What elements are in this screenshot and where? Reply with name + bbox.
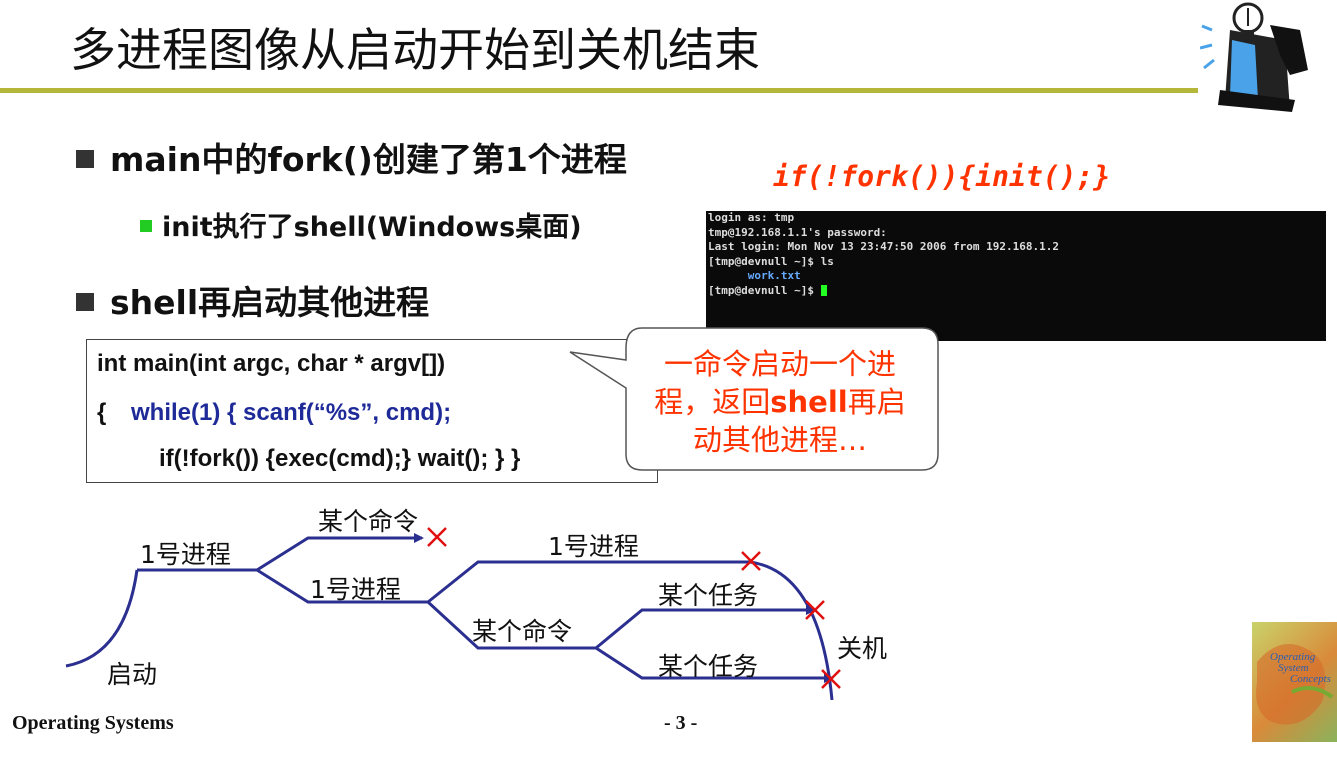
book-title: Operating System Concepts <box>1270 651 1331 685</box>
fork-init-snippet: if(!fork()){init();} <box>773 160 1111 193</box>
cross-icon <box>427 527 447 547</box>
sub-bullet-init: init执行了shell(Windows桌面) <box>140 205 582 244</box>
terminal-line: login as: tmp <box>708 211 795 224</box>
cursor-icon <box>820 285 827 296</box>
label-shutdown: 关机 <box>837 634 888 663</box>
cmd-a-branch <box>256 533 424 572</box>
label-cmd-a: 某个命令 <box>318 507 419 536</box>
code-line-3: if(!fork()) {exec(cmd);} wait(); } } <box>159 445 521 472</box>
bullet-text: shell再启动其他进程 <box>110 283 430 322</box>
label-proc1-a: 1号进程 <box>140 540 231 569</box>
bullet-shell: shell再启动其他进程 <box>76 276 429 324</box>
terminal-line: tmp@192.168.1.1's password: <box>708 225 887 239</box>
callout-text: 一命令启动一个进 程，返回shell再启 动其他进程… <box>654 347 906 457</box>
label-task-a: 某个任务 <box>658 581 759 610</box>
title-rule <box>0 88 1198 93</box>
bullet-text: init执行了shell(Windows桌面) <box>162 212 582 243</box>
terminal-line: work.txt <box>708 269 801 282</box>
page-title: 多进程图像从启动开始到关机结束 <box>70 23 760 77</box>
code-line-2: while(1) { scanf(“%s”, cmd); <box>131 399 452 426</box>
task-a-branch <box>595 605 816 650</box>
task-b-branch <box>595 646 834 683</box>
cmd-b-line <box>426 600 596 650</box>
terminal-prompt-line: [tmp@devnull ~]$ <box>706 284 1326 299</box>
bullet-square-icon <box>76 149 94 168</box>
startup-curve <box>65 569 139 668</box>
callout-bubble <box>569 327 939 471</box>
proc1-line-b <box>256 568 428 604</box>
label-proc1-c: 1号进程 <box>548 532 639 561</box>
terminal-screenshot: login as: tmp tmp@192.168.1.1's password… <box>706 211 1326 341</box>
footer-page-number: - 3 - <box>664 712 698 734</box>
terminal-line: Last login: Mon Nov 13 23:47:50 2006 fro… <box>708 240 1059 253</box>
code-box: int main(int argc, char * argv[]) { whil… <box>86 339 658 483</box>
cross-icon <box>741 551 761 571</box>
terminal-line: [tmp@devnull ~]$ ls <box>708 254 834 268</box>
label-task-b: 某个任务 <box>658 652 759 681</box>
code-brace: { <box>97 399 107 426</box>
bullet-main-fork: main中的fork()创建了第1个进程 <box>76 133 627 181</box>
bullet-square-icon <box>76 292 94 311</box>
process-diagram <box>65 527 841 701</box>
label-startup: 启动 <box>107 660 158 689</box>
bullet-square-icon <box>140 219 152 232</box>
book-cover-image: Operating System Concepts <box>1252 622 1337 742</box>
code-line-1: int main(int argc, char * argv[]) <box>97 350 446 377</box>
lightbulb-person-icon <box>1200 2 1308 112</box>
footer-course: Operating Systems <box>12 712 174 734</box>
cross-icon <box>805 600 825 620</box>
label-proc1-b: 1号进程 <box>310 575 401 604</box>
dinosaur-icon <box>1256 644 1334 725</box>
bullet-text: main中的fork()创建了第1个进程 <box>110 140 627 179</box>
label-cmd-b: 某个命令 <box>472 617 573 646</box>
cross-icon <box>821 669 841 689</box>
